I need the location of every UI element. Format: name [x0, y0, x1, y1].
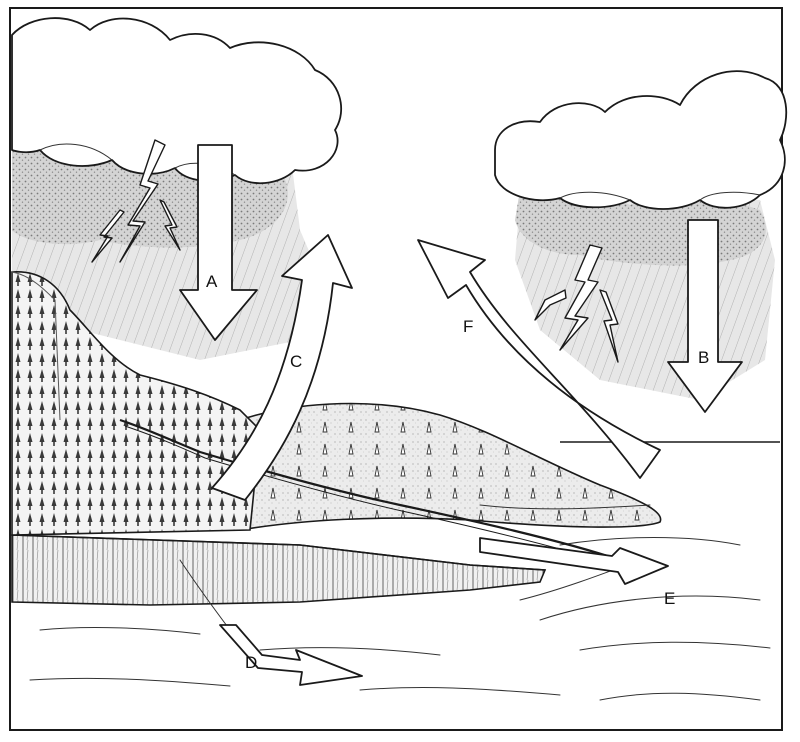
left-lightning-bolt [119, 139, 166, 263]
arrow-b-precipitation [667, 219, 743, 413]
right-lightning-bolt [559, 244, 603, 351]
arrow-f-evaporation [417, 239, 661, 479]
arrow-a-precipitation [179, 144, 258, 341]
arrow-d-groundwater [219, 624, 363, 686]
groundwater-path [179, 559, 231, 631]
label-f: F [463, 317, 473, 336]
label-e: E [664, 589, 675, 608]
arrow-c-transpiration [211, 234, 353, 501]
label-c: C [290, 352, 302, 371]
label-a: A [206, 272, 218, 291]
forested-mountain [11, 271, 261, 536]
sea-waves [29, 537, 771, 701]
label-b: B [698, 348, 709, 367]
river [119, 418, 621, 562]
arrow-e-runoff [479, 537, 669, 585]
mountain-ridge [11, 271, 61, 421]
left-cloud [11, 17, 343, 185]
coastal-plain [239, 402, 662, 531]
right-cloud [494, 70, 788, 210]
label-d: D [245, 653, 257, 672]
